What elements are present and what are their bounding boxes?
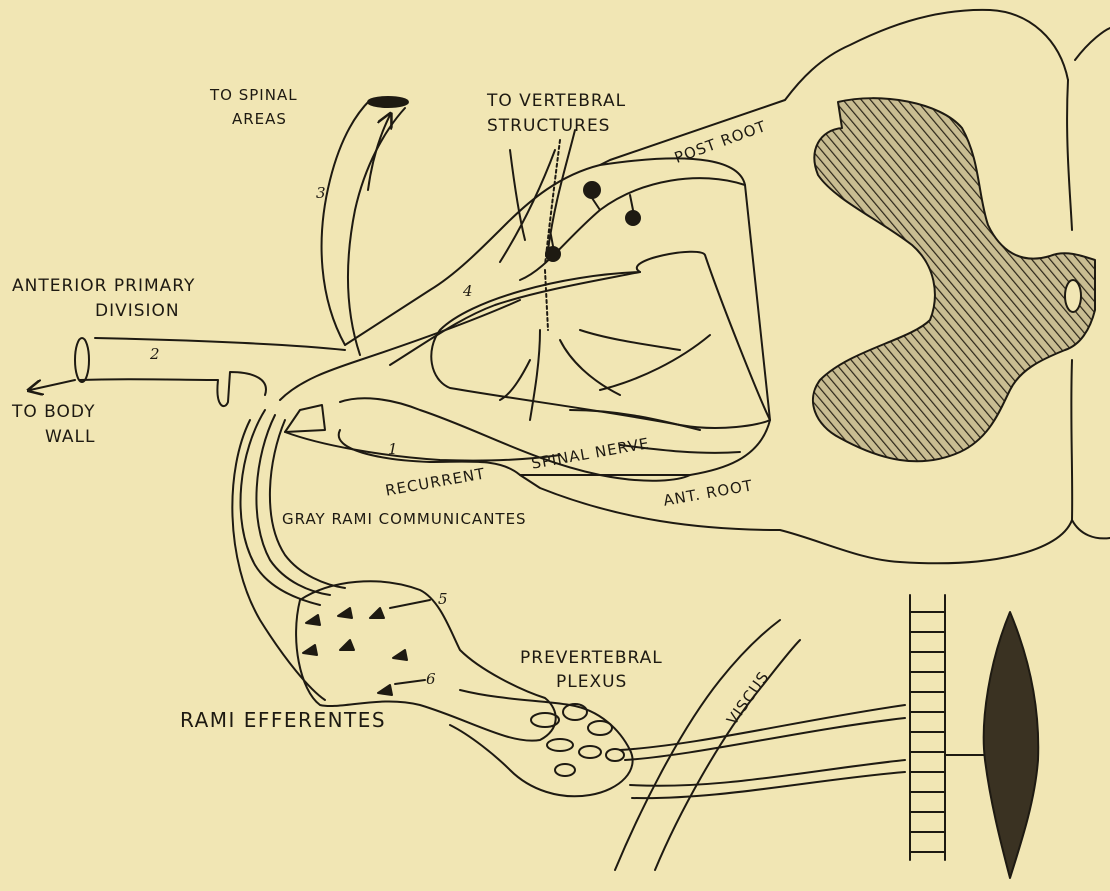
number-2: 2: [150, 345, 161, 363]
label-to-body: TO BODY: [12, 402, 95, 422]
label-gray-rami: GRAY RAMI COMMUNICANTES: [282, 510, 527, 528]
number-4: 4: [463, 282, 474, 300]
ramus-4: [232, 420, 325, 700]
number-6: 6: [426, 670, 437, 688]
arrow-to-body-wall: [30, 380, 75, 390]
posterior-root: [345, 165, 600, 345]
posterior-root-inner: [390, 272, 640, 365]
dorsal-branch-outer: [322, 100, 370, 345]
label-plexus: PLEXUS: [556, 672, 627, 692]
number-1: 1: [388, 440, 399, 458]
arrow-to-spinal-areas: [368, 115, 390, 190]
number-5: 5: [438, 590, 449, 608]
gray-matter: [813, 98, 1095, 461]
efferent-fiber-3: [630, 760, 905, 786]
spinal-cord-outline-right: [1075, 28, 1110, 60]
number-3: 3: [316, 184, 327, 202]
median-fissure: [1067, 80, 1072, 230]
median-fissure-lower: [1071, 360, 1110, 538]
label-to-spinal: TO SPINAL: [210, 86, 298, 104]
label-structures: STRUCTURES: [487, 116, 610, 136]
triangle-gap: [285, 405, 325, 432]
efferent-fiber-2: [625, 718, 905, 760]
inner-loop: [637, 252, 770, 420]
ventral-branch-upper: [95, 338, 345, 350]
ventral-branch-cut: [75, 338, 89, 382]
label-anterior-primary: ANTERIOR PRIMARY: [12, 276, 195, 296]
label-areas: AREAS: [232, 110, 287, 128]
central-canal: [1065, 280, 1081, 312]
label-wall: WALL: [45, 427, 95, 447]
label-prevertebral: PREVERTEBRAL: [520, 648, 663, 668]
vessel-rungs: [910, 612, 945, 852]
dorsal-branch-inner: [348, 108, 405, 355]
label-rami-efferentes: RAMI EFFERENTES: [180, 708, 386, 732]
label-to-vertebral: TO VERTEBRAL: [487, 91, 626, 111]
dorsal-branch-cut: [368, 97, 408, 107]
efferent-fiber-1: [620, 705, 905, 750]
spinal-nerve-upper: [280, 300, 520, 400]
prevertebral-chain: [450, 690, 633, 796]
label-division: DIVISION: [95, 301, 180, 321]
muscle-spindle: [984, 612, 1039, 878]
ventral-branch-lower: [80, 372, 266, 406]
spinal-nerve-lower: [285, 432, 560, 461]
